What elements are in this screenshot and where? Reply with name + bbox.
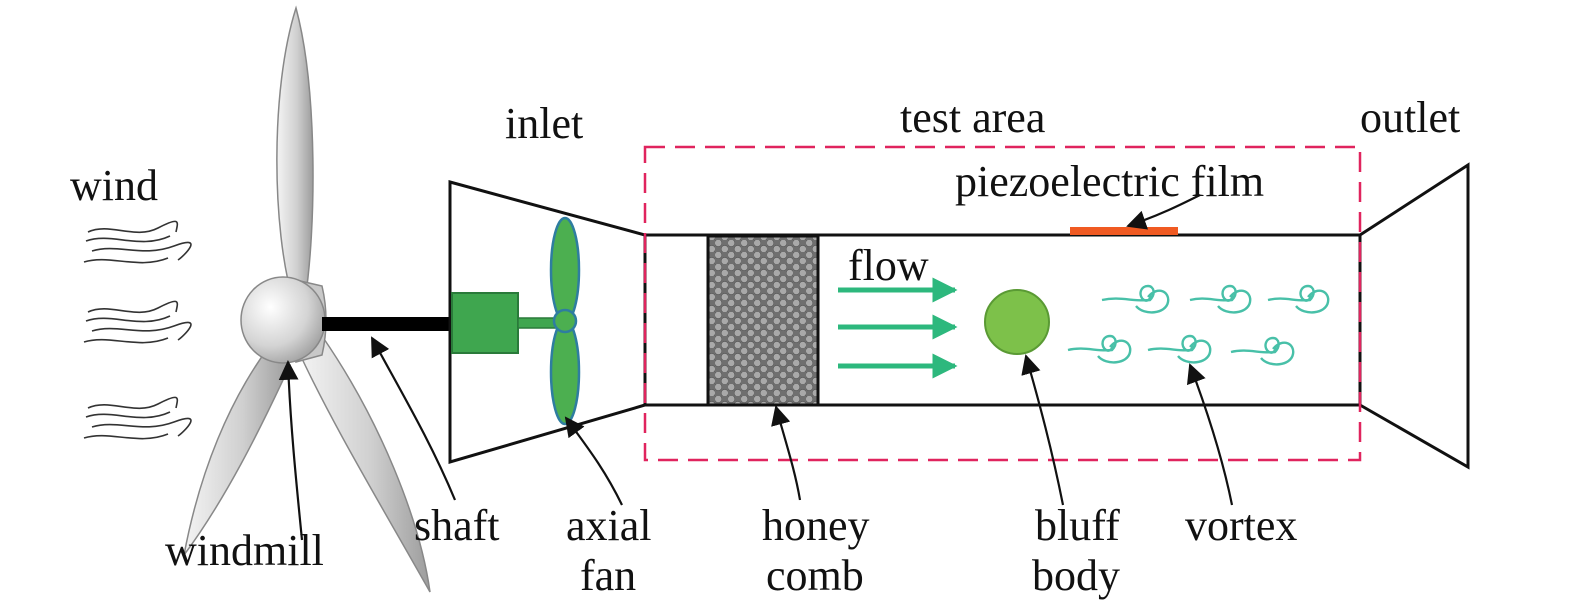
- honeycomb-label-line2: comb: [766, 551, 864, 600]
- vortex-swirl: [1230, 336, 1295, 366]
- vortex-pointer: [1186, 363, 1234, 506]
- vortex-swirl: [1267, 284, 1330, 314]
- outlet-section: [1359, 162, 1470, 470]
- motor-block: [451, 292, 519, 354]
- inlet-label: inlet: [505, 99, 583, 148]
- piezo-film-pointer: [1126, 194, 1201, 230]
- shaft-pointer: [371, 336, 457, 501]
- test-area-boundary: [643, 145, 1362, 462]
- windmill-pointer: [278, 360, 304, 541]
- piezoelectric-film: [1070, 227, 1178, 235]
- axial-fan: [549, 216, 581, 426]
- shaft-label: shaft: [414, 501, 500, 550]
- vortex-swirl: [1147, 334, 1212, 364]
- bluff-body-label-line2: body: [1032, 551, 1120, 600]
- axial-fan-pointer: [564, 416, 623, 506]
- honeycomb-pointer: [771, 405, 802, 501]
- windmill-blade-left: [183, 346, 291, 556]
- windmill: [183, 5, 431, 593]
- pointer-arrows: [278, 194, 1234, 541]
- bluff-body-pointer: [1021, 354, 1065, 506]
- wind-gust-lines: [83, 220, 192, 440]
- wind-label: wind: [70, 161, 158, 210]
- shaft: [322, 317, 454, 331]
- vortex-swirl: [1189, 284, 1252, 314]
- test-area-label: test area: [900, 93, 1045, 142]
- flow-arrows: [838, 277, 958, 379]
- axial-fan-label-line1: axial: [566, 501, 652, 550]
- windmill-hub: [240, 276, 326, 364]
- honeycomb-label-line1: honey: [762, 501, 870, 550]
- vortex-swirl: [1101, 284, 1170, 314]
- windmill-blade-right: [297, 335, 431, 593]
- honeycomb: [706, 234, 820, 407]
- vortices: [1067, 284, 1330, 366]
- flow-label: flow: [848, 241, 929, 290]
- axial-fan-label-line2: fan: [580, 551, 636, 600]
- vortex-swirl: [1067, 334, 1132, 364]
- outlet-label: outlet: [1360, 93, 1460, 142]
- motor-coupling: [517, 317, 559, 329]
- windmill-blade-top: [276, 5, 314, 301]
- vortex-label: vortex: [1185, 501, 1297, 550]
- bluff-body-label-line1: bluff: [1035, 501, 1120, 550]
- bluff-body: [984, 289, 1050, 355]
- piezoelectric-film-label: piezoelectric film: [955, 157, 1264, 206]
- windmill-label: windmill: [165, 526, 324, 575]
